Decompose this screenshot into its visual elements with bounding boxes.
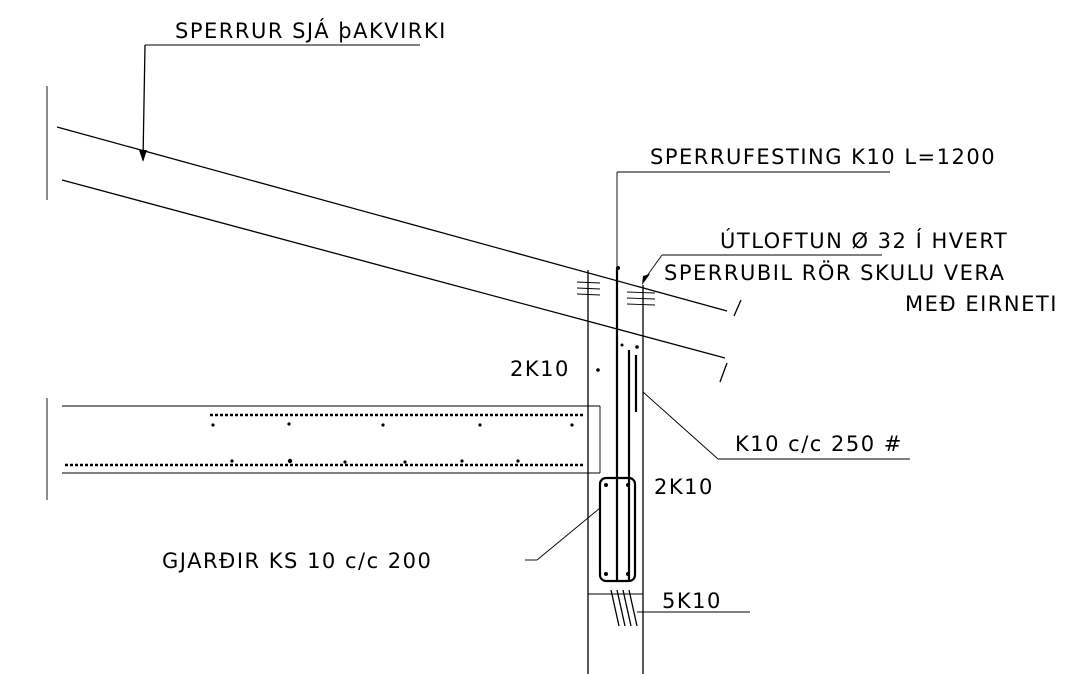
rafter-fastener-label: SPERRUFESTING K10 L=1200 [650,145,996,169]
leader-lines [145,44,910,613]
rebar-2k10-upper-label: 2K10 [510,357,570,381]
vent-arrow [642,254,663,285]
rafter-label: SPERRUR SJÁ þAKVIRKI [175,18,447,43]
vent-label-line2: SPERRUBIL RÖR SKULU VERA [664,260,1006,285]
floor-slab [62,405,601,474]
rafter [56,44,742,383]
rebar-k10-cc-label: K10 c/c 250 # [735,432,903,456]
rebar-5k10-label: 5K10 [662,589,722,613]
vent-label-line1: ÚTLOFTUN Ø 32 Í HVERT [720,228,1008,253]
wall [576,270,656,674]
rafter-fastener [615,171,890,582]
stirrups-label: GJARÐIR KS 10 c/c 200 [162,549,432,573]
vent-label-line3: MEÐ EIRNETI [905,292,1058,316]
rebar-2k10-lower-label: 2K10 [654,475,714,499]
wall-reinforcement [596,343,639,580]
ring-beam-stirrup [588,476,643,627]
